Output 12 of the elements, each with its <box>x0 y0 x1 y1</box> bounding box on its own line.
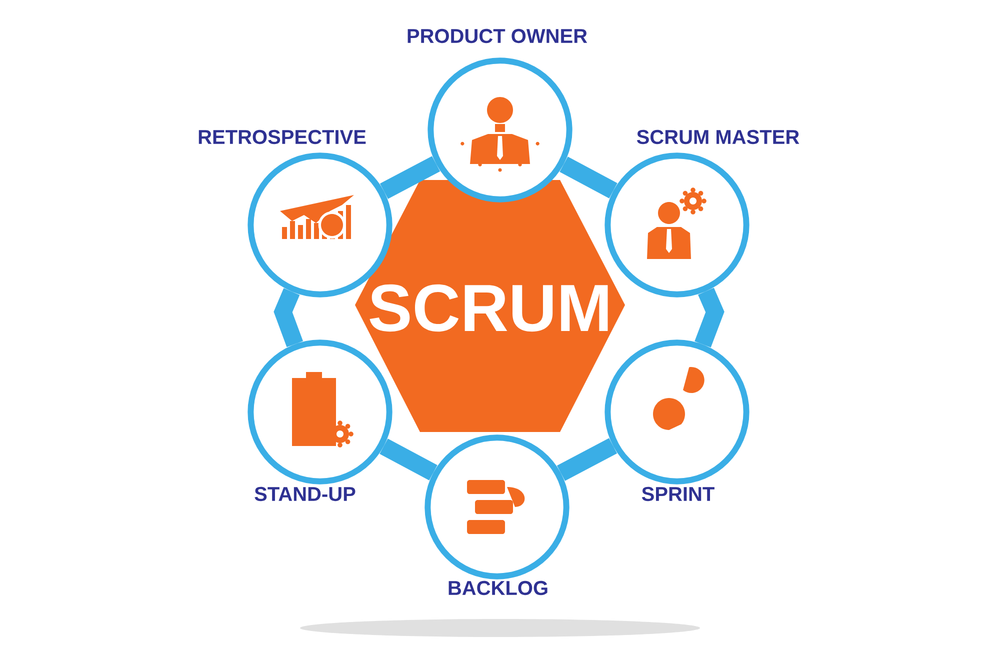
node-label: SCRUM MASTER <box>636 130 800 144</box>
node-label: STAND-UP <box>254 486 356 502</box>
band-segment <box>694 288 724 348</box>
node-label: SPRINT <box>642 486 714 502</box>
node-label: RETROSPECTIVE <box>198 130 366 144</box>
band-segment <box>560 156 618 198</box>
node-label: PRODUCT OWNER <box>408 28 588 44</box>
node-label: BACKLOG <box>448 580 548 596</box>
band-segment <box>380 156 440 199</box>
band-segment <box>556 438 618 481</box>
band-segment <box>274 288 304 348</box>
band-segment <box>380 438 438 480</box>
